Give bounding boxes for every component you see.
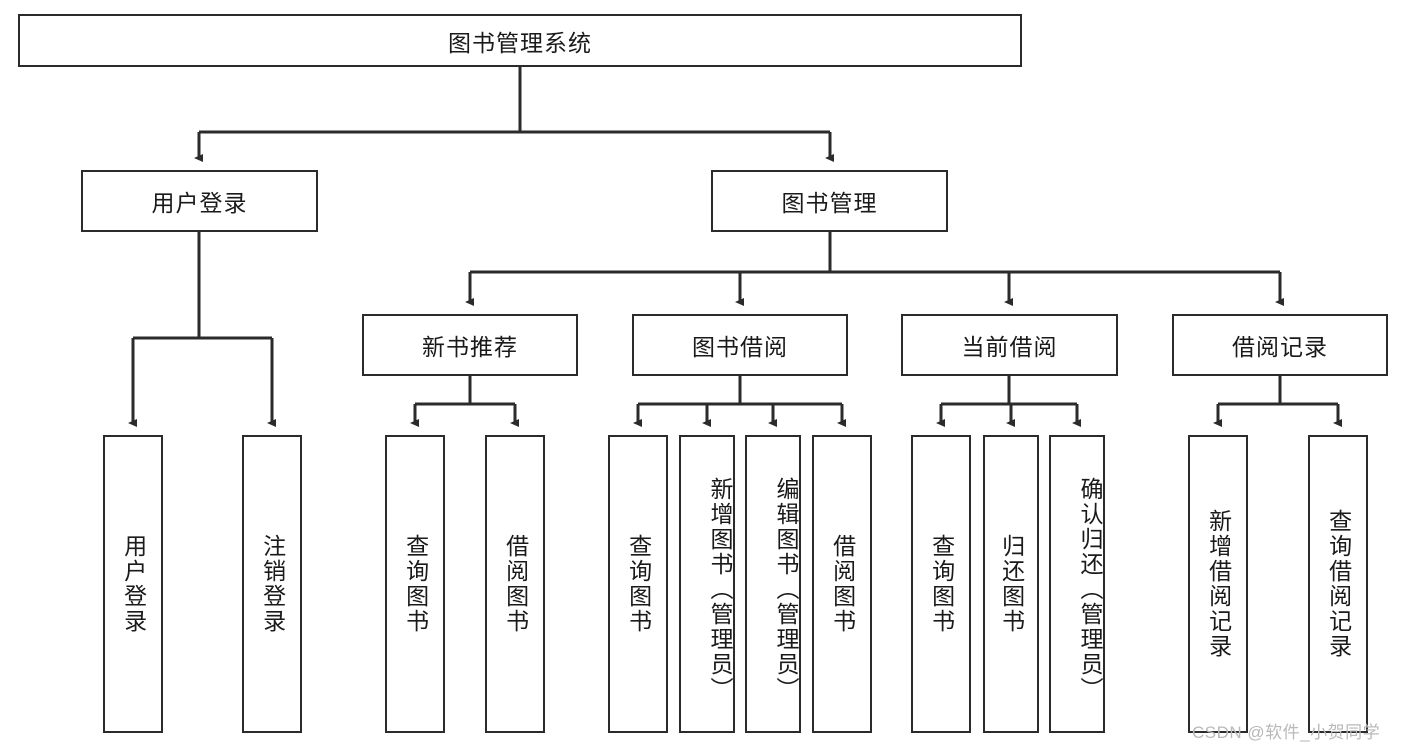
leaf-add-borrow-record[interactable]: 新增借阅记录 (1188, 435, 1248, 733)
node-user-login[interactable]: 用户登录 (81, 170, 318, 232)
node-new-book-recommend[interactable]: 新书推荐 (362, 314, 578, 376)
leaf-query-book-recommend[interactable]: 查询图书 (385, 435, 445, 733)
leaf-user-login[interactable]: 用户登录 (103, 435, 163, 733)
node-book-management[interactable]: 图书管理 (711, 170, 948, 232)
leaf-add-book-admin[interactable]: 新增图书（管理员） (679, 435, 735, 733)
leaf-borrow-book[interactable]: 借阅图书 (812, 435, 872, 733)
leaf-query-book-borrow[interactable]: 查询图书 (608, 435, 668, 733)
leaf-return-book[interactable]: 归还图书 (983, 435, 1039, 733)
leaf-logout[interactable]: 注销登录 (242, 435, 302, 733)
leaf-query-book-current[interactable]: 查询图书 (911, 435, 971, 733)
node-book-borrow[interactable]: 图书借阅 (632, 314, 848, 376)
node-current-borrow[interactable]: 当前借阅 (901, 314, 1118, 376)
node-borrow-record[interactable]: 借阅记录 (1172, 314, 1388, 376)
watermark-csdn: CSDN @软件_小贺同学 (1192, 723, 1381, 742)
leaf-query-borrow-record[interactable]: 查询借阅记录 (1308, 435, 1368, 733)
leaf-borrow-book-recommend[interactable]: 借阅图书 (485, 435, 545, 733)
leaf-edit-book-admin[interactable]: 编辑图书（管理员） (745, 435, 801, 733)
node-root[interactable]: 图书管理系统 (18, 14, 1022, 67)
leaf-confirm-return-admin[interactable]: 确认归还（管理员） (1049, 435, 1105, 733)
